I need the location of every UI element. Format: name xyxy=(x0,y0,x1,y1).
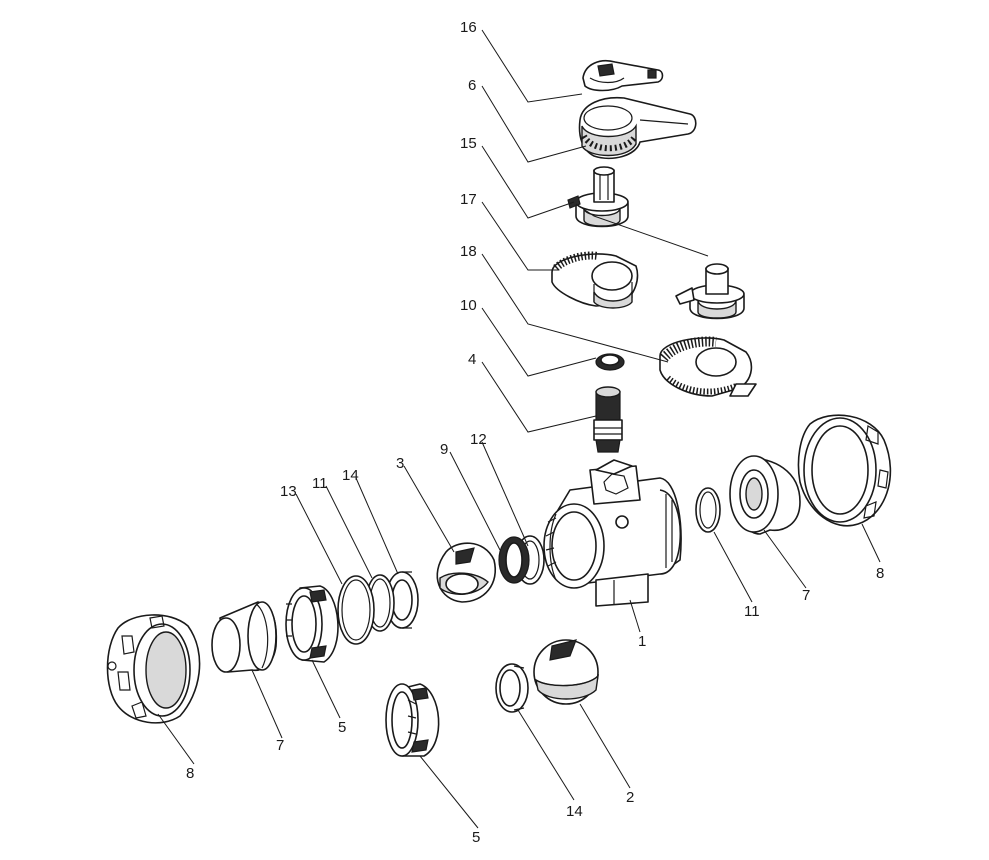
part-2-ball-lower xyxy=(533,639,599,705)
callout-5-upper: 5 xyxy=(338,719,346,736)
part-5-carrier-lower xyxy=(385,683,440,757)
part-8-union-nut-right xyxy=(797,414,892,527)
part-15-stem-adaptor-upper xyxy=(567,166,629,228)
callout-14-lower: 14 xyxy=(566,803,583,820)
callout-11-right: 11 xyxy=(744,603,760,620)
callout-6: 6 xyxy=(468,77,476,94)
callout-8-left: 8 xyxy=(186,765,194,782)
part-13-oring-large xyxy=(337,575,375,645)
part-6-handle xyxy=(578,96,697,160)
part-11-oring-right xyxy=(695,487,721,533)
callout-7-right: 7 xyxy=(802,587,810,604)
part-1-valve-body xyxy=(543,459,682,607)
part-10-small-oring xyxy=(595,353,625,371)
callout-18: 18 xyxy=(460,243,477,260)
callout-16: 16 xyxy=(460,19,477,36)
callout-14-upper: 14 xyxy=(342,467,359,484)
callout-7-left: 7 xyxy=(276,737,284,754)
callout-10: 10 xyxy=(460,297,477,314)
part-3-ball-left xyxy=(436,542,497,603)
callout-15: 15 xyxy=(460,135,477,152)
callout-13: 13 xyxy=(280,483,297,500)
part-4-stem xyxy=(593,386,623,453)
callout-17: 17 xyxy=(460,191,477,208)
part-8-union-nut-left xyxy=(106,614,201,724)
part-17-position-plate xyxy=(551,251,639,309)
part-5-carrier-upper xyxy=(285,585,339,663)
callout-12: 12 xyxy=(470,431,487,448)
callout-3: 3 xyxy=(396,455,404,472)
part-9-seat-ring xyxy=(498,536,530,584)
part-15-stem-adaptor-lower xyxy=(675,263,745,320)
callout-4: 4 xyxy=(468,351,476,368)
leader-lines xyxy=(157,29,881,829)
part-18-graduated-plate xyxy=(659,336,757,397)
callout-1: 1 xyxy=(638,633,646,650)
callout-9: 9 xyxy=(440,441,448,458)
callout-11-left: 11 xyxy=(312,475,328,492)
callout-8-right: 8 xyxy=(876,565,884,582)
part-14-seat-carrier-lower xyxy=(495,663,529,713)
part-16-handle-insert xyxy=(582,60,664,92)
part-7-union-end-right xyxy=(729,455,801,535)
callout-labels: 16 6 15 17 18 10 4 12 9 3 14 11 13 1 11 … xyxy=(186,19,884,846)
callout-2: 2 xyxy=(626,789,634,806)
part-7-union-end-left xyxy=(211,601,278,673)
callout-5-lower: 5 xyxy=(472,829,480,846)
